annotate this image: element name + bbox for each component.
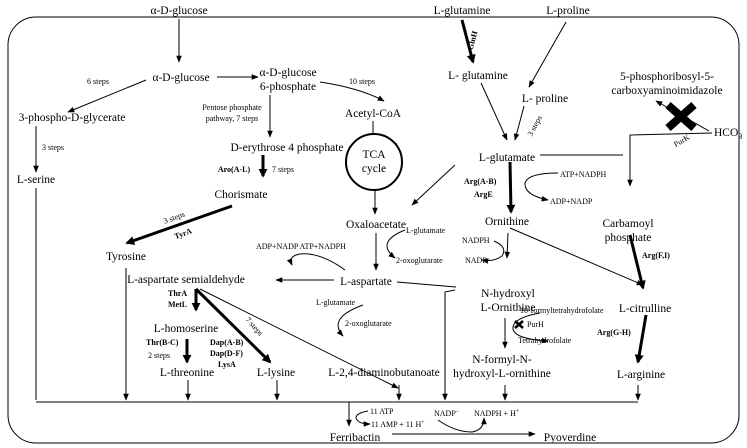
node-glutamate: L-glutamate [479,152,535,164]
node-prca-line2: carboxyaminoimidazole [611,85,722,97]
label-glnh: GlnH [466,29,480,51]
label-l-glutamate-asp: L-glutamate [406,226,446,235]
label-dap-a-b: Dap(A-B) [210,338,244,347]
label-purh: PurH [527,320,544,329]
node-glutamine: L- glutamine [448,70,508,82]
label-arg-f-i: Arg(F,I) [642,251,670,260]
node-homoserine: L-homoserine [154,323,219,335]
node-ferribactin: Ferribactin [330,432,381,444]
label-10-steps: 10 steps [349,77,375,86]
label-nadph-h: NADPH + H+ [474,409,520,418]
node-hco3: HCO3 [714,127,742,141]
node-oxaloacetate: Oxaloacetate [346,219,406,231]
label-tyra: TyrA [173,226,193,241]
node-lysine: L-lysine [257,367,295,379]
node-proline-ext: L-proline [546,5,589,17]
enzyme-arrows [125,19,648,364]
label-3-steps-pro: 3 steps [526,114,544,138]
label-oxoglutarate-asp: 2-oxoglutarate [396,256,443,265]
tca-cycle-circle [345,133,403,191]
label-10-formyl-thf: 10-formyltetrahydrofolate [520,306,604,315]
node-tca-line2: cycle [362,163,386,175]
node-glucose: α-D-glucose [152,72,209,84]
label-metl: MetL [168,300,187,309]
node-chorismate: Chorismate [214,189,267,201]
label-3-steps-serine: 3 steps [42,143,64,152]
label-oxoglutarate-dab: 2-oxoglutarate [345,319,392,328]
node-acetyl-coa: Acetyl-CoA [345,108,402,120]
reaction-arrows [33,19,713,437]
node-n-formyl-line1: N-formyl-N- [472,354,532,366]
label-6-steps: 6 steps [87,77,109,86]
node-aspartate: L-aspartate [340,276,392,288]
label-atp-nadph: ATP+NADPH [560,170,607,179]
label-11-amp: 11 AMP + 11 H+ [371,420,425,429]
node-n-hydroxyl-line2: L-Ornithine [481,302,536,314]
label-2-steps: 2 steps [148,351,170,360]
node-3-phospho-glycerate: 3-phospho-D-glycerate [19,112,126,124]
node-diaminobutanoate: L-2,4-diaminobutanoate [328,367,439,379]
node-glucose6p-line2: 6-phosphate [260,81,316,93]
label-thr-b-c: Thr(B-C) [146,338,179,347]
node-glutamine-ext: L-glutamine [434,5,491,17]
label-7-steps-lys: 7 steps [244,315,265,337]
node-tyrosine: Tyrosine [106,251,146,263]
node-carbamoyl-line1: Carbamoyl [602,218,653,230]
node-prca-line1: 5-phosphoribosyl-5- [620,71,714,83]
label-lysa: LysA [218,360,236,369]
label-nadph: NADPH [462,236,490,245]
node-arginine: L-arginine [617,369,665,381]
label-dap-d-f: Dap(D-F) [210,349,243,358]
blocked-reaction-icon [665,102,697,131]
node-n-hydroxyl-line1: N-hydroxyl [481,288,535,300]
reaction-labels: 6 steps 10 steps Pentose phosphate pathw… [42,29,692,429]
label-nadp-minus: NADP− [434,409,460,418]
node-ornithine: Ornithine [485,216,529,228]
label-l-glutamate-dab: L-glutamate [316,298,356,307]
blocked-purh-icon [514,320,524,329]
node-threonine: L-threonine [160,367,214,379]
metabolite-labels: α-D-glucose α-D-glucose α-D-glucose 6-ph… [17,5,742,444]
label-aro: Aro(A-L) [218,165,251,174]
node-tca-line1: TCA [363,149,387,161]
node-pyoverdine: Pyoverdine [544,432,596,444]
label-nadp: NADP [465,256,487,265]
node-proline: L- proline [522,93,568,105]
cell-boundary [7,16,740,444]
label-ppp-line1: Pentose phosphate [202,103,262,112]
label-tetrahydrofolate: Tetrahydrofolate [518,336,572,345]
label-purk: PurK [672,133,691,149]
node-serine: L-serine [17,174,55,186]
node-carbamoyl-line2: phosphate [605,232,652,244]
label-arge: ArgE [474,190,493,199]
label-7-steps-aro: 7 steps [272,165,294,174]
node-glucose6p-line1: α-D-glucose [259,67,316,79]
label-arg-g-h: Arg(G-H) [597,328,631,337]
node-n-formyl-line2: hydroxyl-L-ornithine [453,368,551,380]
node-aspartate-semialdehyde: L-aspartate semialdehyde [127,274,245,286]
label-ppp-line2: pathway, 7 steps [206,114,259,123]
label-adp-atp: ADP+NADP ATP+NADPH [256,242,346,251]
node-erythrose-4-phosphate: D-erythrose 4 phosphate [230,142,343,154]
node-citrulline: L-citrulline [619,303,671,315]
label-adp-nadp: ADP+NADP [550,197,593,206]
label-thra: ThrA [168,289,187,298]
label-11-atp: 11 ATP [370,407,394,416]
node-glucose-ext: α-D-glucose [150,5,207,17]
label-arg-a-b: Arg(A-B) [464,177,497,186]
